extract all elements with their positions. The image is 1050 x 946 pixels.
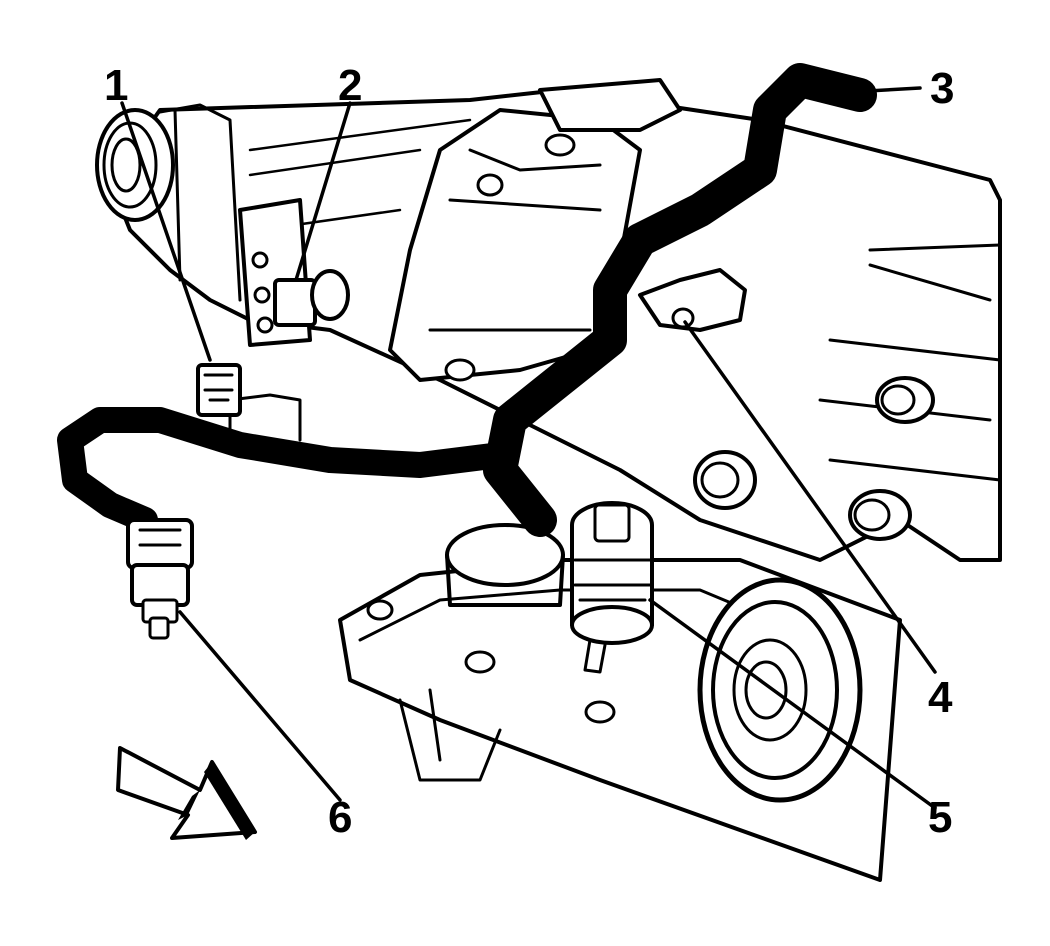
leader-line-6 bbox=[178, 610, 342, 802]
callout-1: 1 bbox=[104, 61, 128, 110]
round-cover-disc bbox=[697, 577, 863, 803]
front-of-vehicle-arrow bbox=[116, 746, 257, 840]
sensor-6-body bbox=[126, 518, 194, 640]
wiring-harness bbox=[57, 63, 877, 537]
harness-clip bbox=[638, 268, 747, 332]
callout-labels: 1 2 3 4 5 6 bbox=[104, 61, 954, 842]
callout-5: 5 bbox=[928, 793, 952, 842]
leader-lines bbox=[120, 86, 937, 810]
sensor-5-body bbox=[570, 501, 654, 674]
callout-2: 2 bbox=[338, 61, 362, 110]
clip-bolt bbox=[671, 307, 695, 329]
transmission-mount-bracket bbox=[388, 78, 682, 382]
callout-3: 3 bbox=[930, 64, 954, 113]
bolt-lower bbox=[848, 489, 912, 541]
leader-line-1 bbox=[120, 101, 212, 362]
callout-6: 6 bbox=[328, 793, 352, 842]
leader-line-4 bbox=[683, 320, 937, 674]
callout-4: 4 bbox=[928, 673, 953, 722]
leader-line-3 bbox=[848, 86, 922, 94]
bolt-upper bbox=[875, 376, 935, 424]
pan-boss bbox=[445, 523, 565, 607]
speed-sensor-connector bbox=[238, 198, 350, 347]
leader-line-2 bbox=[294, 101, 352, 282]
harness-connector bbox=[196, 363, 242, 417]
leader-line-5 bbox=[648, 598, 937, 810]
